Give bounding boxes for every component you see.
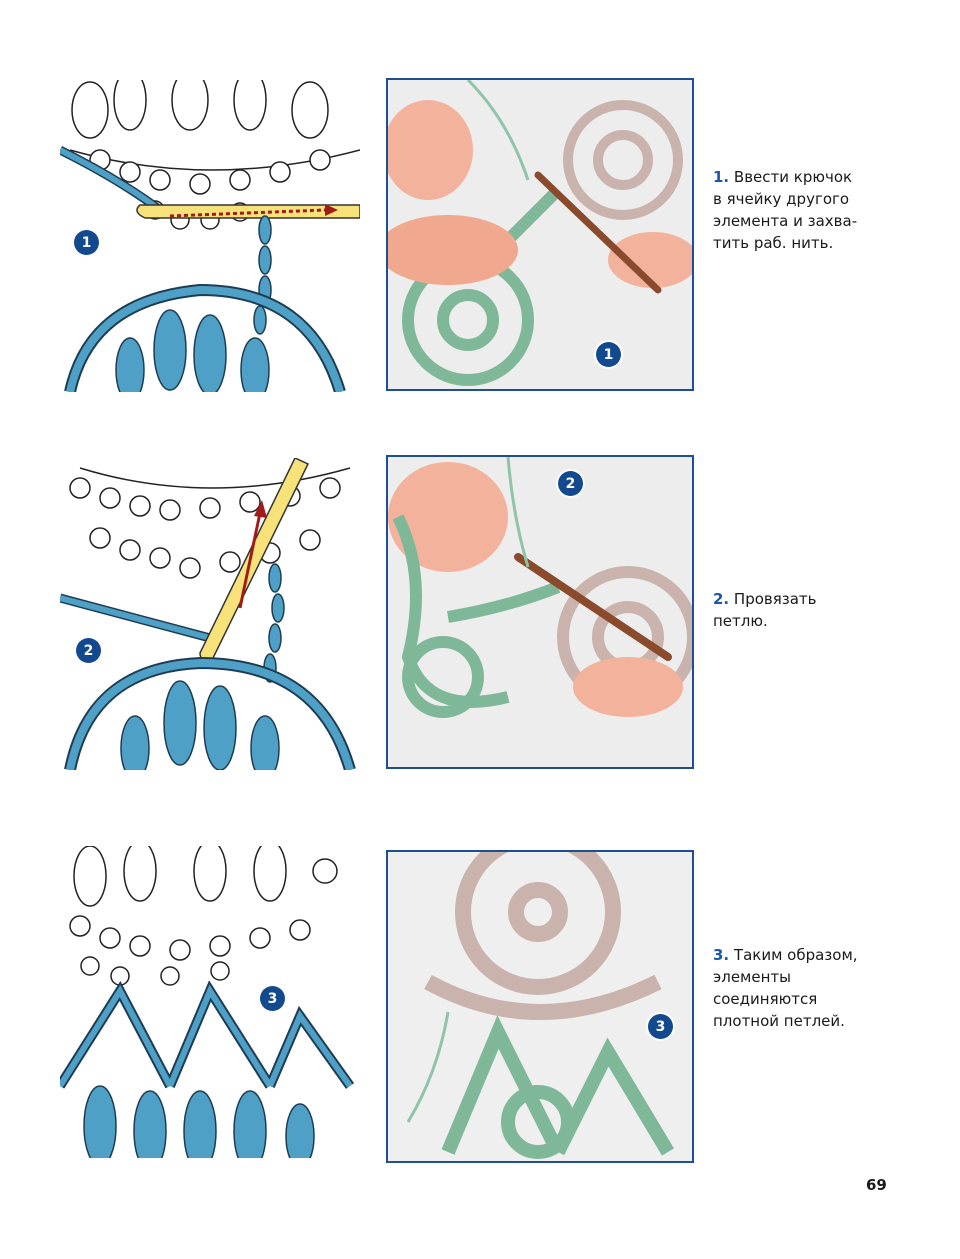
step-2-photo: 2: [386, 455, 694, 769]
step-1-number: 1.: [713, 168, 730, 186]
step-1-photo: 1: [386, 78, 694, 391]
crochet-diagram-3: [60, 846, 355, 1158]
step-2-number: 2.: [713, 590, 730, 608]
crochet-diagram-1: [60, 80, 360, 392]
step-3-caption: 3. Таким образом, элементы соединяются п…: [713, 944, 873, 1032]
page-number: 69: [866, 1176, 887, 1194]
step-3-number: 3.: [713, 946, 730, 964]
step-2-diagram: 2: [60, 458, 360, 770]
step-1-caption: 1. Ввести крючок в ячейку другого элемен…: [713, 166, 873, 254]
step-1-diagram-badge: 1: [74, 230, 99, 255]
crochet-photo-3: [388, 852, 692, 1161]
crochet-photo-1: [388, 80, 692, 389]
step-3-line-4: плотной петлей.: [713, 1012, 845, 1030]
step-3-photo: 3: [386, 850, 694, 1163]
step-2-diagram-badge: 2: [76, 638, 101, 663]
crochet-photo-2: [388, 457, 692, 767]
step-2-line-1: Провязать: [733, 590, 817, 608]
step-2-photo-badge: 2: [558, 471, 583, 496]
step-3-line-1: Таким образом,: [733, 946, 858, 964]
step-3-line-2: элементы: [713, 968, 791, 986]
crochet-diagram-2: [60, 458, 356, 770]
step-1-line-1: Ввести крючок: [733, 168, 853, 186]
step-2-line-2: петлю.: [713, 612, 768, 630]
step-3-photo-badge: 3: [648, 1014, 673, 1039]
step-1-photo-badge: 1: [596, 342, 621, 367]
step-3-diagram-badge: 3: [260, 986, 285, 1011]
step-2-caption: 2. Провязать петлю.: [713, 588, 873, 632]
step-1-line-4: тить раб. нить.: [713, 234, 834, 252]
step-1-diagram: 1: [60, 80, 360, 392]
step-1-line-2: в ячейку другого: [713, 190, 850, 208]
step-3-diagram: 3: [60, 846, 360, 1158]
step-3-line-3: соединяются: [713, 990, 818, 1008]
step-1-line-3: элемента и захва-: [713, 212, 858, 230]
